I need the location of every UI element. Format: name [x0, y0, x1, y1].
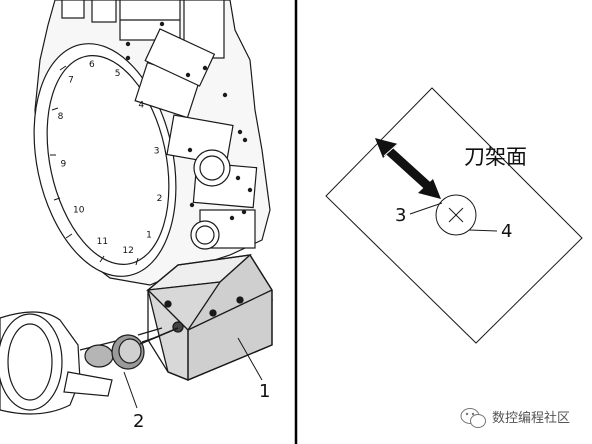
station-bore-1	[193, 149, 231, 187]
callout-leaders-right	[409, 202, 498, 232]
block-hole-2	[209, 309, 217, 317]
callout-3-label: 3	[395, 205, 406, 226]
station-block-5	[144, 28, 216, 87]
rim-marks	[50, 65, 139, 266]
wechat-icon	[460, 408, 486, 428]
callout-2-label: 2	[133, 411, 144, 432]
spindle-assembly	[0, 311, 179, 415]
station-bore-2	[190, 220, 220, 250]
turret-number-1: 1	[146, 231, 152, 241]
turret-illustration	[33, 0, 271, 286]
spindle-bracket	[63, 371, 113, 397]
turret-face-inner	[46, 55, 170, 265]
block-hole-3	[236, 296, 244, 304]
bore-crosshair-b	[448, 207, 464, 223]
x-arrow-label: X	[400, 162, 411, 174]
turret-number-6: 6	[89, 60, 95, 70]
callout-4-label: 4	[501, 221, 512, 242]
turret-number-4: 4	[138, 101, 144, 111]
block-bore	[172, 321, 184, 333]
turret-number-10: 10	[73, 205, 85, 215]
x-direction-arrow	[375, 138, 441, 199]
indicator-housing	[84, 344, 114, 368]
screw-holes	[125, 21, 253, 221]
callout-leaders-left	[123, 337, 263, 409]
turret-number-2: 2	[157, 194, 163, 204]
block-hole-1	[164, 300, 172, 308]
turret-number-12: 12	[122, 246, 133, 256]
turret-number-5: 5	[115, 69, 121, 79]
turret-number-11: 11	[97, 237, 108, 247]
watermark: 数控编程社区	[460, 408, 570, 428]
toolholder-block	[145, 254, 274, 381]
turret-column-b	[91, 0, 117, 23]
turret-number-7: 7	[68, 76, 74, 86]
toolholder-face-diagram	[325, 87, 583, 344]
turret-column-a	[61, 0, 85, 19]
watermark-text: 数控编程社区	[492, 410, 570, 426]
turret-station-numbers: 5 4 3 2 1 12 11 10 9 8 7 6	[58, 60, 163, 256]
turret-number-8: 8	[58, 112, 64, 122]
turret-number-3: 3	[154, 147, 160, 157]
turret-number-9: 9	[61, 160, 67, 170]
toolholder-face-title: 刀架面	[464, 145, 527, 169]
callout-1-label: 1	[259, 381, 270, 402]
